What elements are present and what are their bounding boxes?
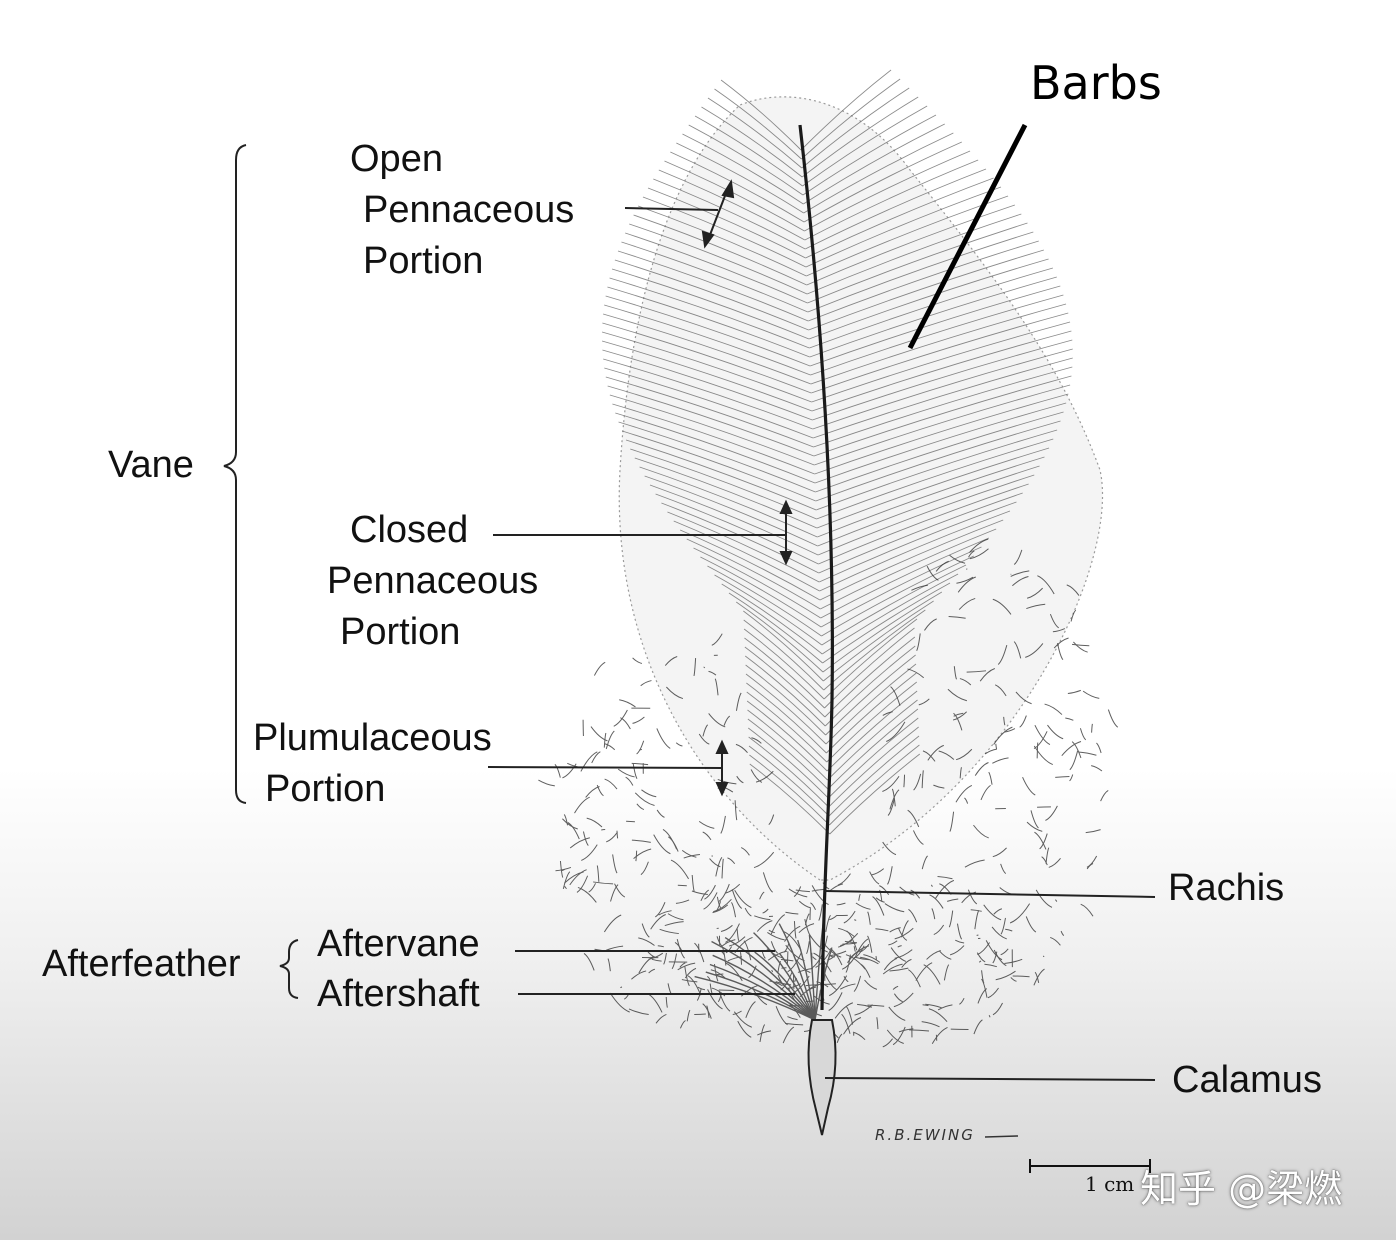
label-rachis: Rachis xyxy=(1168,867,1285,909)
feather-illustration xyxy=(538,69,1119,1136)
label-afterfeather: Afterfeather xyxy=(42,943,241,985)
scale-bar-label: 1 cm xyxy=(1085,1172,1135,1196)
label-closed-line1: Closed xyxy=(350,509,469,551)
rachis-leader xyxy=(824,890,1156,898)
label-closed-line3: Portion xyxy=(340,611,461,653)
signature-underline xyxy=(984,1135,1019,1138)
calamus-leader xyxy=(824,1077,1156,1081)
label-barbs: Barbs xyxy=(1030,56,1162,110)
barb-lines xyxy=(601,69,1073,835)
label-aftershaft: Aftershaft xyxy=(317,973,480,1015)
plumulaceous-down xyxy=(538,538,1119,1048)
rachis-shaft xyxy=(798,124,834,1011)
label-open-line2: Pennaceous xyxy=(363,189,575,231)
scale-bar xyxy=(1029,1159,1151,1173)
plumulaceous-leader xyxy=(487,766,723,769)
label-plumulaceous-line2: Portion xyxy=(265,768,386,810)
label-open-line1: Open xyxy=(350,138,443,180)
open-pennaceous-leader xyxy=(624,207,719,211)
label-aftervane: Aftervane xyxy=(317,923,480,965)
open-pennaceous-arrow xyxy=(701,179,735,249)
vane-bracket xyxy=(223,144,247,804)
calamus-quill xyxy=(807,1019,837,1136)
barbs-pointer-line xyxy=(907,123,1028,350)
label-plumulaceous-line1: Plumulaceous xyxy=(253,717,492,759)
closed-pennaceous-arrow xyxy=(779,499,793,566)
label-vane: Vane xyxy=(108,444,194,486)
afterfeather-brace xyxy=(279,939,299,999)
watermark: 知乎 @梁燃 xyxy=(1140,1167,1343,1211)
feather-vane xyxy=(618,96,1104,881)
label-closed-line2: Pennaceous xyxy=(327,560,539,602)
plumulaceous-arrow xyxy=(715,739,729,797)
artist-signature: R.B.EWING xyxy=(875,1126,975,1144)
label-open-line3: Portion xyxy=(363,240,484,282)
label-calamus: Calamus xyxy=(1172,1059,1322,1101)
